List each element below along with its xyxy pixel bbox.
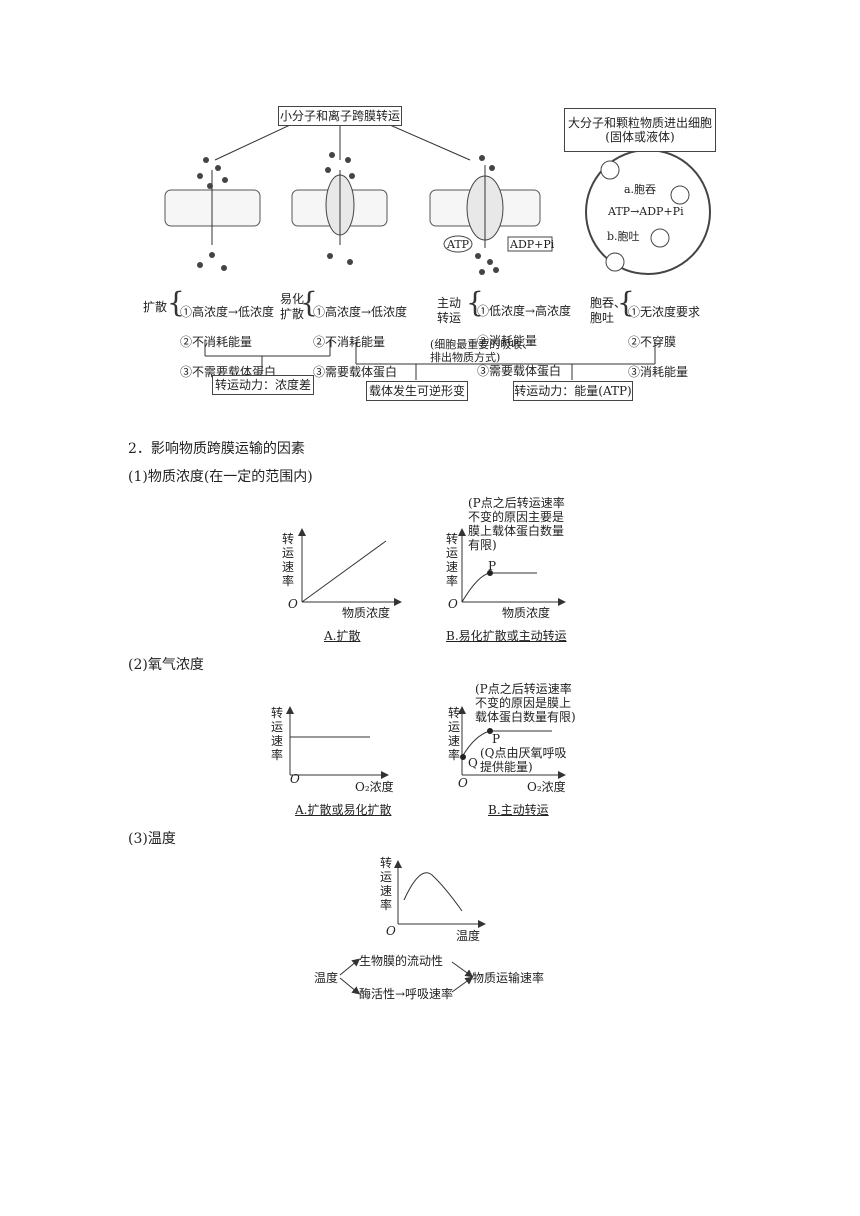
graph2b-note: (P点之后转运速率 不变的原因是膜上 载体蛋白数量有限) (475, 682, 576, 724)
carrier-change-box: 载体发生可逆形变 (366, 381, 468, 401)
macro-endocytosis-label: a.胞吞 (624, 183, 657, 196)
facilitated-name: 易化 扩散 (280, 292, 305, 321)
graph2b-xlabel: O₂浓度 (527, 780, 566, 794)
macro-atp-label: ATP→ADP+Pi (608, 205, 684, 218)
graph2b-q-note: (Q点由厌氧呼吸 提供能量) (480, 746, 567, 774)
membrane-diffusion (164, 157, 261, 271)
graph2b-axes (458, 706, 566, 779)
section2-heading: 2．影响物质跨膜运输的因素 (128, 441, 305, 457)
graph2a-ylabel: 转运速率 (271, 706, 284, 762)
active-items: ①低浓度→高浓度 ②消耗能量 ③需要载体蛋白 (477, 304, 572, 378)
graph2a-xlabel: O₂浓度 (355, 780, 394, 794)
graph2b-q-label: Q (468, 756, 478, 770)
endoexo-items: ①无浓度要求 ②不穿膜 ③消耗能量 (628, 305, 701, 379)
graph1b-caption: B.易化扩散或主动转运 (446, 629, 567, 643)
graph2b-ylabel: 转运速率 (448, 706, 461, 762)
graph3-xlabel: 温度 (456, 929, 481, 943)
temp-flow-start: 温度 (314, 971, 339, 985)
power-energy-box: 转运动力：能量(ATP) (513, 381, 633, 401)
svg-text:{: { (617, 286, 635, 319)
graph1a-axes (298, 528, 402, 606)
macro-exocytosis-label: b.胞吐 (607, 230, 640, 243)
temp-flow-arrows (339, 958, 474, 995)
svg-text:{: { (300, 286, 318, 319)
svg-text:{: { (167, 286, 185, 319)
endoexo-name: 胞吞、 胞吐 (590, 296, 627, 325)
graph1b-ylabel: 转运速率 (446, 532, 459, 588)
graph3-curve (403, 872, 463, 912)
graph1b-p-label: P (488, 559, 497, 573)
graph2b-p-label: P (492, 732, 501, 746)
cell-endo-exocytosis (585, 149, 711, 275)
graph2b-origin: O (458, 776, 468, 790)
graph1b-point-p (487, 570, 493, 576)
sub1-heading: (1)物质浓度(在一定的范围内) (128, 469, 313, 485)
facilitated-items: ①高浓度→低浓度 ②不消耗能量 ③需要载体蛋白 (313, 305, 408, 379)
graph2a-caption: A.扩散或易化扩散 (295, 803, 392, 817)
graph2a-origin: O (290, 772, 300, 786)
temp-flow-upper: 生物膜的流动性 (359, 954, 444, 968)
graph1b-curve (461, 572, 537, 603)
graph3-axes (394, 860, 486, 928)
transport-diagram: { { { { (164, 124, 711, 380)
graph2b-caption: B.主动转运 (488, 803, 549, 817)
power-concentration-box: 转运动力：浓度差 (212, 375, 314, 395)
graph1b-origin: O (448, 597, 458, 611)
graph3-origin: O (386, 924, 396, 938)
svg-text:{: { (466, 286, 484, 319)
graph1a-caption: A.扩散 (324, 629, 361, 643)
temp-flow-lower: 酶活性→呼吸速率 (359, 987, 454, 1001)
membrane-facilitated (291, 152, 388, 265)
graph2b-point-p (487, 728, 493, 734)
graph1b-xlabel: 物质浓度 (502, 606, 551, 620)
sub3-heading: (3)温度 (128, 831, 176, 847)
sub2-heading: (2)氧气浓度 (128, 657, 204, 673)
graph1a-line (301, 540, 387, 603)
title-macromolecule-transport: 大分子和颗粒物质进出细胞 (固体或液体) (564, 108, 716, 152)
graph1a-origin: O (288, 597, 298, 611)
graph1a-ylabel: 转运速率 (282, 532, 295, 588)
active-note: (细胞最重要的吸收、 排出物质方式) (430, 338, 534, 364)
diffusion-name: 扩散 (143, 300, 168, 314)
title-small-molecule-transport: 小分子和离子跨膜转运 (278, 106, 402, 126)
graph1b-note: (P点之后转运速率 不变的原因主要是 膜上载体蛋白数量 有限) (468, 496, 565, 552)
adp-label: ADP+Pi (510, 238, 555, 251)
graph2a-axes (286, 706, 389, 779)
atp-label: ATP (447, 238, 470, 251)
membrane-active (429, 155, 553, 275)
temp-flow-end: 物质运输速率 (472, 971, 545, 985)
graph3-ylabel: 转运速率 (380, 856, 393, 912)
active-name: 主动 转运 (437, 296, 462, 325)
graph1a-xlabel: 物质浓度 (342, 606, 391, 620)
graph2b-point-q (460, 754, 466, 760)
graph1b-axes (458, 528, 566, 606)
